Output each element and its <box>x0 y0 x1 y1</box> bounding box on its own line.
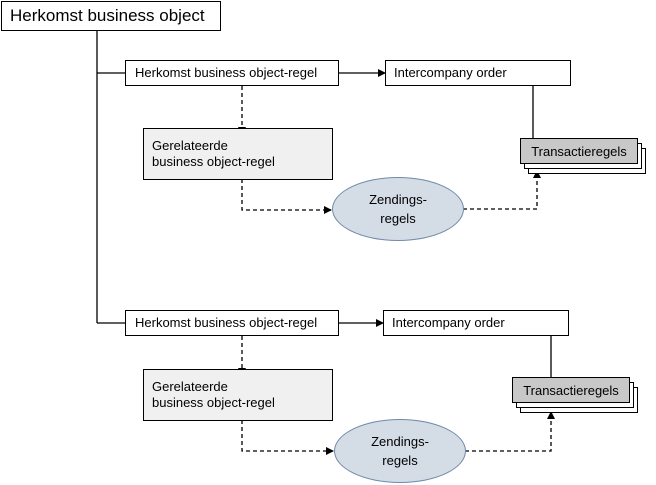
shipment-text-2b: regels <box>382 453 418 468</box>
intercompany-order-box-2: Intercompany order <box>383 310 569 336</box>
related-line-text-1b: business object-regel <box>152 154 275 169</box>
shipment-text-1b: regels <box>380 211 416 226</box>
related-line-text-2b: business object-regel <box>152 395 275 410</box>
related-line-box-2: Gerelateerde business object-regel <box>143 369 333 421</box>
transaction-lines-stack-1: Transactieregels <box>520 138 646 176</box>
intercompany-order-label-2: Intercompany order <box>392 315 505 330</box>
intercompany-order-box-1: Intercompany order <box>385 60 571 86</box>
transaction-lines-label-1: Transactieregels <box>531 143 627 159</box>
source-line-label-1: Herkomst business object-regel <box>135 65 318 80</box>
dashed-related-to-shipment-2 <box>241 420 334 455</box>
related-line-box-1: Gerelateerde business object-regel <box>143 128 333 180</box>
intercompany-order-label-1: Intercompany order <box>394 65 507 80</box>
root-title: Herkomst business object <box>10 6 205 25</box>
source-line-box-2: Herkomst business object-regel <box>125 310 339 336</box>
shipment-text-1a: Zendings- <box>369 192 427 207</box>
related-line-text-2a: Gerelateerde <box>152 379 228 394</box>
related-line-text-1a: Gerelateerde <box>152 138 228 153</box>
shipment-lines-ellipse-1: Zendings- regels <box>332 177 464 241</box>
dashed-shipment-to-transactions-1 <box>463 170 541 210</box>
source-line-box-1: Herkomst business object-regel <box>125 60 339 86</box>
shipment-lines-ellipse-2: Zendings- regels <box>334 419 466 483</box>
transaction-lines-box-1: Transactieregels <box>520 138 638 164</box>
transaction-lines-stack-2: Transactieregels <box>512 377 638 415</box>
transaction-lines-label-2: Transactieregels <box>523 382 619 398</box>
shipment-text-2a: Zendings- <box>371 434 429 449</box>
transaction-lines-box-2: Transactieregels <box>512 377 630 403</box>
dashed-related-to-shipment-1 <box>241 179 332 214</box>
root-business-object: Herkomst business object <box>1 1 221 31</box>
source-line-label-2: Herkomst business object-regel <box>135 315 318 330</box>
dashed-shipment-to-transactions-2 <box>465 411 555 452</box>
